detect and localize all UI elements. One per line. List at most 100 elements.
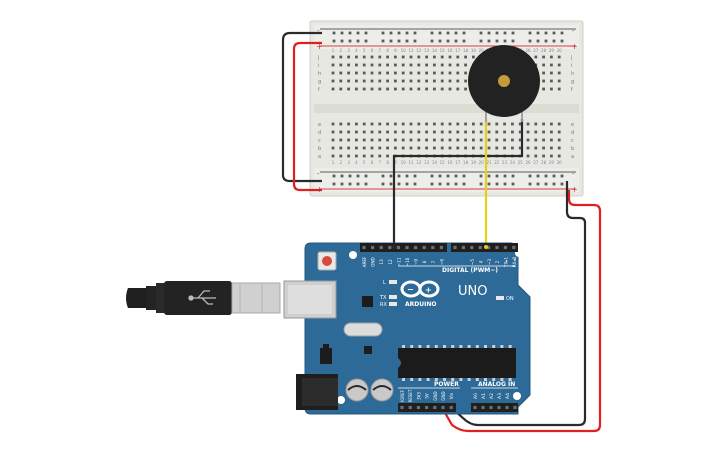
column-number: 1 <box>332 48 335 53</box>
breadboard-hole <box>454 174 458 178</box>
header-analog <box>471 403 518 412</box>
breadboard-hole <box>440 79 444 83</box>
row-letter: j <box>570 55 572 61</box>
breadboard-hole <box>347 138 350 142</box>
column-number: 23 <box>502 160 508 165</box>
mcu-pin <box>402 378 405 381</box>
column-number: 17 <box>455 48 461 53</box>
breadboard-hole <box>364 31 368 35</box>
breadboard-hole <box>542 130 545 134</box>
power-pin-label: 5V <box>425 393 430 399</box>
row-letter: i <box>571 63 572 69</box>
breadboard-hole <box>487 130 491 134</box>
breadboard-hole <box>526 138 530 142</box>
breadboard-hole <box>511 174 515 178</box>
column-number: 19 <box>471 160 477 165</box>
piezo-buzzer[interactable] <box>468 45 540 122</box>
mcu-pin <box>410 378 414 381</box>
header-pin <box>416 405 420 410</box>
breadboard-hole <box>409 71 413 75</box>
breadboard-hole <box>448 87 452 91</box>
breadboard-hole <box>552 182 556 186</box>
usb-cable[interactable] <box>126 281 281 315</box>
breadboard-hole <box>462 39 466 43</box>
breadboard-hole <box>557 87 561 91</box>
breadboard-hole <box>331 55 335 59</box>
breadboard-hole <box>544 39 548 43</box>
breadboard-hole <box>528 182 532 186</box>
column-number: 7 <box>379 160 382 165</box>
breadboard-hole <box>448 130 452 134</box>
wire-end-pin3 <box>484 245 488 249</box>
breadboard-hole <box>425 87 428 91</box>
analog-pin-label: A1 <box>481 393 487 399</box>
breadboard-hole <box>401 146 405 150</box>
breadboard-hole <box>462 174 466 178</box>
mcu-pin <box>459 378 463 381</box>
wire-red-left-rail[interactable] <box>292 41 322 192</box>
header-pin <box>512 245 516 250</box>
mount-hole <box>349 251 357 259</box>
row-letter: i <box>318 63 319 69</box>
column-number: 24 <box>510 160 516 165</box>
power-pin-label: IOREF <box>400 389 405 402</box>
breadboard-hole <box>472 138 475 142</box>
breadboard-hole <box>446 174 450 178</box>
breadboard-hole <box>534 130 538 134</box>
header-pin <box>405 245 409 250</box>
breadboard-hole <box>370 71 374 75</box>
column-number: 29 <box>549 48 555 53</box>
breadboard-hole <box>340 39 344 43</box>
breadboard-hole <box>347 146 350 150</box>
breadboard-hole <box>370 154 374 158</box>
breadboard-hole <box>440 138 444 142</box>
breadboard-hole <box>417 79 421 83</box>
wires[interactable] <box>281 31 602 433</box>
digital-pin-label: ~10 <box>405 257 410 266</box>
wire-black-gnd[interactable] <box>446 181 587 427</box>
breadboard-hole <box>456 122 460 126</box>
breadboard-hole <box>560 31 564 35</box>
power-pin-label: RESET <box>408 389 413 402</box>
breadboard-hole <box>362 146 366 150</box>
breadboard-hole <box>552 174 556 178</box>
breadboard-hole <box>528 31 532 35</box>
breadboard-hole <box>440 122 444 126</box>
wire-red-5v[interactable] <box>439 190 602 433</box>
column-number: 13 <box>424 48 430 53</box>
analog-pin-label: A5 <box>513 393 519 399</box>
breadboard-hole <box>446 39 450 43</box>
wire-black-buzzer-gnd[interactable] <box>392 119 524 246</box>
breadboard-hole <box>479 122 483 126</box>
power-pin-label: GND <box>441 391 446 400</box>
breadboard-hole <box>413 182 417 186</box>
breadboard-hole <box>487 138 491 142</box>
breadboard-hole <box>413 39 417 43</box>
label-l: L <box>383 280 386 286</box>
arduino-infinity-logo-icon <box>400 280 440 298</box>
column-number: 16 <box>447 48 453 53</box>
column-number: 4 <box>355 48 358 53</box>
wire-black-left-rail[interactable] <box>281 31 322 183</box>
mcu-pin <box>451 378 455 381</box>
breadboard-hole <box>401 138 405 142</box>
breadboard-hole <box>448 71 452 75</box>
breadboard-hole <box>438 182 442 186</box>
header-pin <box>400 405 404 410</box>
header-pin <box>388 245 392 250</box>
breadboard-hole <box>456 146 460 150</box>
breadboard-hole <box>370 87 374 91</box>
breadboard-hole <box>340 174 344 178</box>
reset-button-cap[interactable] <box>322 256 332 266</box>
breadboard-hole <box>448 63 452 67</box>
breadboard-hole <box>386 122 389 126</box>
usb-cable-tail <box>126 288 150 308</box>
breadboard-hole <box>542 71 545 75</box>
breadboard-hole <box>339 63 343 67</box>
breadboard-hole <box>550 122 553 126</box>
breadboard-hole <box>332 174 336 178</box>
breadboard-hole <box>339 55 343 59</box>
mcu-pin <box>418 345 422 348</box>
